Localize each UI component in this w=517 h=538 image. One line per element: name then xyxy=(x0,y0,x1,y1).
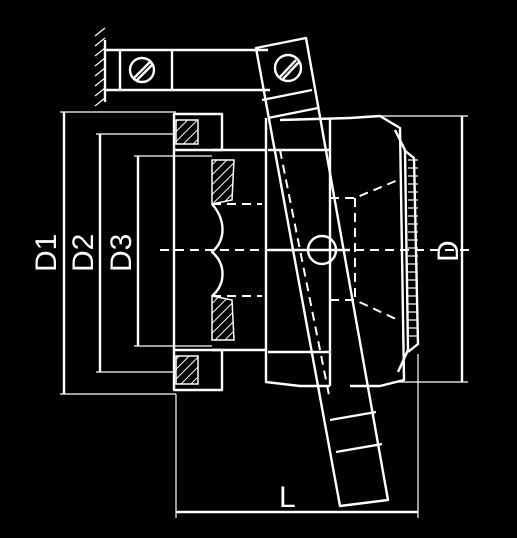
center-hole-icon xyxy=(306,234,338,266)
label-d: D xyxy=(432,240,465,262)
fixed-wall-mount xyxy=(94,27,107,107)
screw-head-icon xyxy=(128,56,156,84)
mounting-flange xyxy=(172,112,266,392)
dimension-lines xyxy=(60,111,468,518)
label-d1: D1 xyxy=(30,234,63,272)
label-l: L xyxy=(279,481,296,514)
label-d2: D2 xyxy=(67,234,100,272)
lever-screw-icon xyxy=(273,53,303,83)
clamping-lever xyxy=(254,36,390,508)
label-d3: D3 xyxy=(105,234,138,272)
bracket-arm xyxy=(105,48,270,92)
